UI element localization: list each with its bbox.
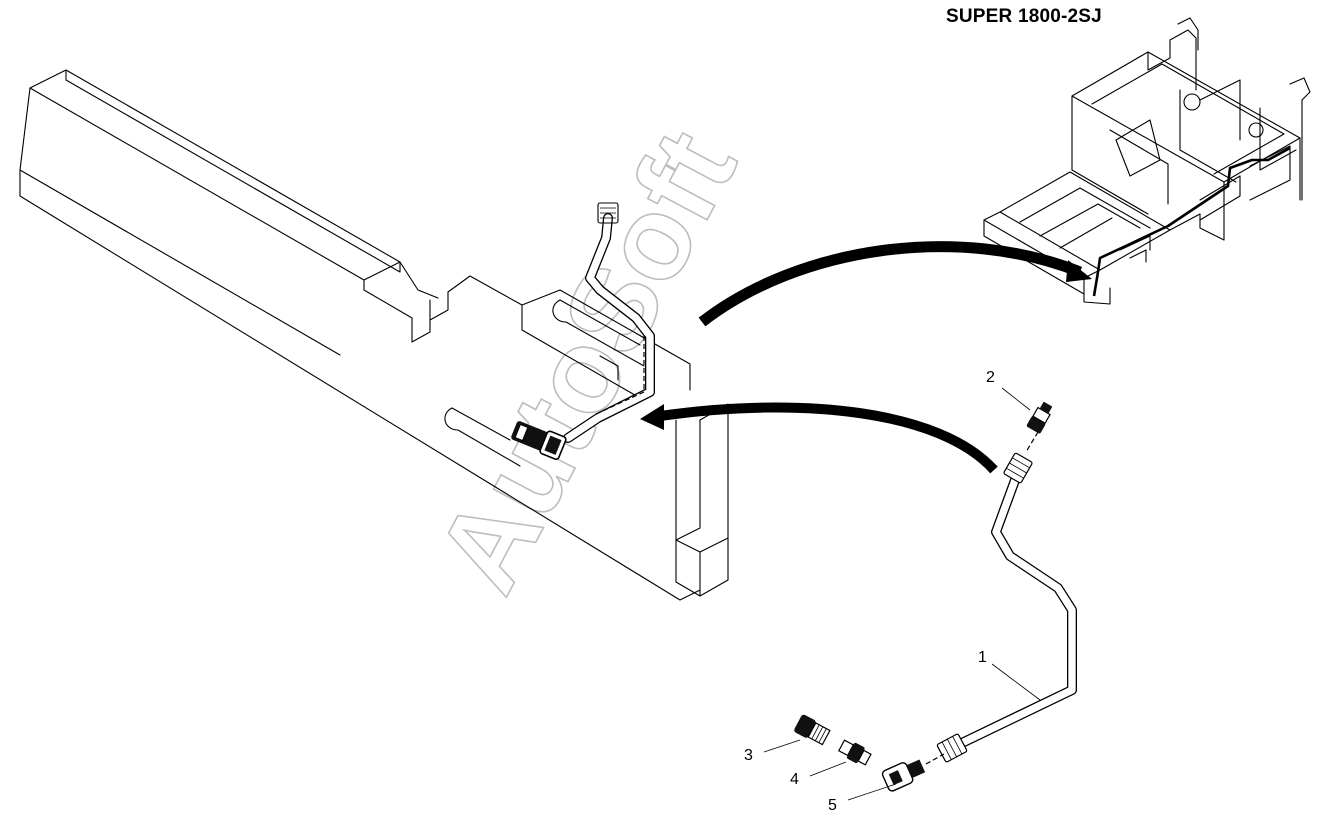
callout-4: 4 [790,771,799,788]
pipe-top-nut [1003,452,1033,484]
leader-lines [763,387,1041,801]
vehicle-chassis [983,17,1311,305]
axis-line-5 [925,753,945,765]
part-nipple-4 [838,739,872,766]
arrow-chassis-to-frame [698,241,1092,327]
part-connector-2 [1026,401,1053,434]
callout-5: 5 [828,797,837,814]
arrow-parts-to-frame [640,402,998,474]
part-elbow-5 [881,759,926,792]
axis-line-2 [1025,431,1039,453]
frame-beam [19,69,729,601]
pipe-end-nut [597,202,619,224]
callout-2: 2 [986,369,995,386]
part-pipe [936,452,1077,763]
callout-1: 1 [978,649,987,666]
pipe-bottom-nut [936,733,968,763]
installed-elbow-fitting [511,421,567,461]
part-adapter-3 [794,714,831,746]
diagram-title: SUPER 1800-2SJ [946,6,1102,27]
watermark: AutoSoft [411,110,761,612]
installed-pipe [511,202,655,461]
callout-3: 3 [744,747,753,764]
